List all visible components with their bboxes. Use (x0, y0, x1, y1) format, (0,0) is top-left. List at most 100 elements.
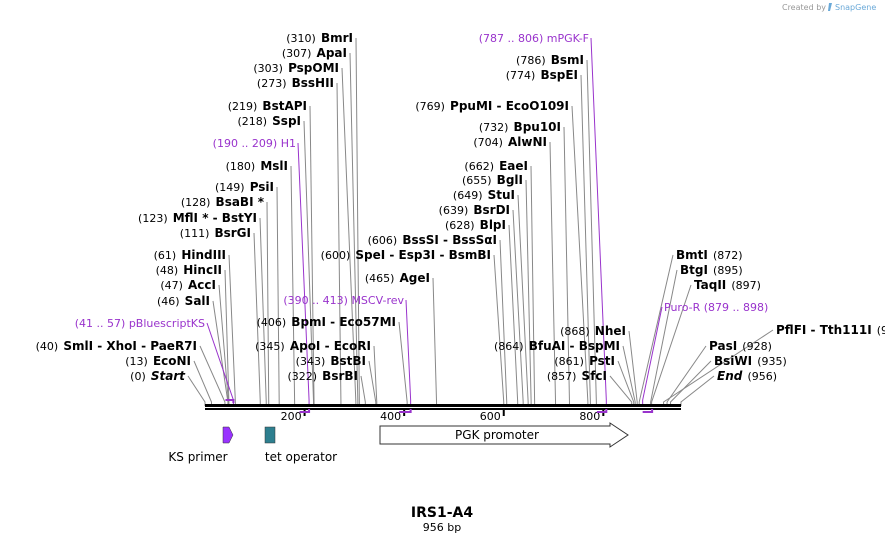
enzyme-site: (61) HindIII (154, 244, 226, 263)
primer-label-part: (390 .. 413) (283, 294, 348, 307)
enzyme-leader-line (432, 277, 438, 406)
enzyme-name: TaqII (694, 278, 726, 292)
ruler-tick-label: 800 (579, 410, 600, 423)
enzyme-position: (273) (257, 77, 287, 90)
enzyme-label: (48) HincII (156, 259, 222, 278)
primer-label-part: (41 .. 57) (75, 317, 126, 330)
snapgene-logo-icon (828, 3, 832, 11)
pgk-promoter-arrow (379, 422, 629, 448)
enzyme-name: AgeI (400, 271, 430, 285)
enzyme-site: (861) PstI (554, 350, 615, 369)
enzyme-leader-line (398, 321, 408, 406)
enzyme-site: (310) BmrI (286, 27, 353, 46)
enzyme-label: (868) NheI (560, 320, 626, 339)
enzyme-site: (662) EaeI (464, 159, 528, 173)
enzyme-position: (662) (464, 160, 494, 173)
enzyme-name: PstI (589, 354, 615, 368)
enzyme-site: (123) MflI * - BstYI (138, 211, 257, 225)
enzyme-label: (47) AccI (160, 274, 216, 293)
enzyme-label: (732) Bpu10I (479, 116, 561, 135)
enzyme-label: (13) EcoNI (125, 350, 191, 369)
enzyme-position: (219) (228, 100, 258, 113)
feature-tet-operator: tet operator (264, 426, 337, 464)
enzyme-label: (307) ApaI (282, 42, 347, 61)
enzyme-label: (704) AlwNI (473, 131, 547, 150)
enzyme-site: PasI (928) (709, 339, 772, 353)
enzyme-site: (180) MslI (226, 159, 288, 173)
enzyme-position: (13) (125, 355, 148, 368)
enzyme-label: (343) BstBI (296, 350, 366, 369)
credit-brand: SnapGene (835, 3, 876, 12)
feature-label: KS primer (168, 450, 227, 464)
primer-label: Puro-R (879 .. 898) (664, 301, 768, 314)
enzyme-name: BmrI (321, 31, 353, 45)
ruler-tick-label: 200 (281, 410, 302, 423)
enzyme-name: BstBI (330, 354, 366, 368)
enzyme-position: (0) (130, 370, 146, 383)
enzyme-site: BmtI (872) (676, 248, 743, 262)
enzyme-site: (48) HincII (156, 259, 222, 278)
primer-leader-line (297, 142, 310, 404)
enzyme-position: (857) (547, 370, 577, 383)
enzyme-site: (406) BpmI - Eco57MI (257, 315, 396, 329)
primer-label-part: Puro-R (664, 301, 701, 314)
enzyme-site: (303) PspOMI (253, 61, 339, 75)
enzyme-position: (774) (506, 69, 536, 82)
enzyme-position: (897) (731, 279, 761, 292)
primer-label: (390 .. 413) MSCV-rev (283, 294, 404, 307)
enzyme-position: (465) (365, 272, 395, 285)
enzyme-site: (655) BglI (462, 169, 523, 188)
enzyme-name: SmlI - XhoI - PaeR7I (63, 339, 197, 353)
enzyme-site: BtgI (895) (680, 259, 743, 278)
enzyme-leader-line (638, 254, 674, 406)
enzyme-position: (732) (479, 121, 509, 134)
primer-label-part: mPGK-F (547, 32, 589, 45)
enzyme-label: (218) SspI (237, 110, 301, 129)
enzyme-label: (128) BsaBI * (181, 191, 265, 210)
enzyme-site: BsiWI (935) (714, 354, 787, 368)
primer-label-part: (879 .. 898) (704, 301, 769, 314)
enzyme-position: (864) (494, 340, 524, 353)
sequence-length: 956 bp (423, 521, 461, 534)
enzyme-name: StuI (488, 188, 515, 202)
enzyme-name: ApoI - EcoRI (290, 339, 371, 353)
enzyme-name: BsrGI (214, 226, 251, 240)
primer-label-part: (190 .. 209) (213, 137, 278, 150)
primer-bar (596, 409, 608, 413)
primer-bar (225, 399, 235, 403)
feature-pgk-promoter: PGK promoter (379, 422, 629, 448)
enzyme-leader-line (609, 375, 633, 406)
enzyme-site: (606) BssSI - BssSαI (368, 233, 497, 247)
enzyme-position: (956) (747, 370, 777, 383)
enzyme-site: (40) SmlI - XhoI - PaeR7I (36, 339, 197, 353)
enzyme-leader-line (680, 375, 715, 406)
enzyme-leader-line (499, 239, 508, 406)
primer-bar (642, 409, 654, 413)
enzyme-name: AccI (188, 278, 216, 292)
enzyme-label: (861) PstI (554, 350, 615, 369)
enzyme-name: BsiWI (714, 354, 752, 368)
enzyme-name: EaeI (499, 159, 528, 173)
enzyme-name: PflFI - Tth111I (776, 323, 872, 337)
enzyme-label: (0) Start (130, 365, 186, 384)
enzyme-name: BlpI (480, 218, 506, 232)
enzyme-label: (310) BmrI (286, 27, 353, 46)
enzyme-site: End (956) (717, 369, 777, 383)
enzyme-label: (655) BglI (462, 169, 523, 188)
primer-leader-line (590, 37, 607, 404)
enzyme-site: TaqII (897) (694, 278, 761, 292)
enzyme-site: (769) PpuMI - EcoO109I (415, 99, 569, 113)
primer-site: Puro-R (879 .. 898) (664, 301, 768, 314)
enzyme-label: (864) BfuAI - BspMI (494, 335, 620, 354)
enzyme-position: (307) (282, 47, 312, 60)
enzyme-name: PsiI (250, 180, 274, 194)
enzyme-position: (123) (138, 212, 168, 225)
enzyme-name: MslI (260, 159, 288, 173)
enzyme-label: (61) HindIII (154, 244, 226, 263)
enzyme-position: (600) (321, 249, 351, 262)
enzyme-position: (928) (742, 340, 772, 353)
enzyme-label: BtgI (895) (680, 259, 743, 278)
enzyme-label: (628) BlpI (445, 214, 506, 233)
enzyme-name: BsrDI (473, 203, 510, 217)
